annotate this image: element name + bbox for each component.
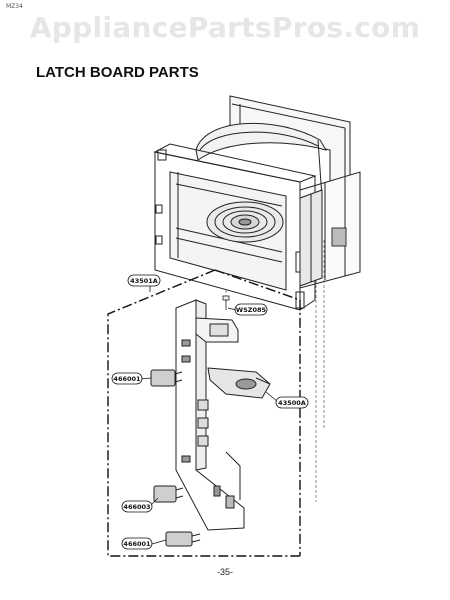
svg-text:466001: 466001 — [113, 375, 141, 383]
switch-466001-upper — [150, 369, 176, 387]
callout-466001-lower: 466001 — [121, 537, 153, 550]
callout-466003: 466003 — [121, 500, 153, 513]
screw — [222, 295, 230, 310]
switch-466001-lower — [165, 531, 193, 547]
callout-466001-upper: 466001 — [111, 372, 143, 385]
watermark: AppliancePartsPros.com — [29, 11, 421, 44]
callout-WSZ085: WSZ085 — [234, 303, 268, 316]
latch-board — [175, 299, 271, 531]
svg-text:43500A: 43500A — [278, 399, 306, 407]
svg-text:43501A: 43501A — [130, 277, 158, 285]
callout-43501A: 43501A — [127, 274, 161, 287]
svg-text:466001: 466001 — [123, 540, 151, 548]
svg-text:466003: 466003 — [123, 503, 150, 511]
callout-43500A: 43500A — [275, 396, 309, 409]
switches — [150, 369, 201, 547]
page-number: -35- — [216, 567, 233, 577]
microwave-cavity-frame — [153, 95, 361, 311]
switch-466003 — [153, 485, 177, 503]
section-title: LATCH BOARD PARTS — [36, 64, 199, 81]
corner-code: MZ34 — [6, 3, 23, 10]
svg-text:WSZ085: WSZ085 — [236, 306, 267, 314]
